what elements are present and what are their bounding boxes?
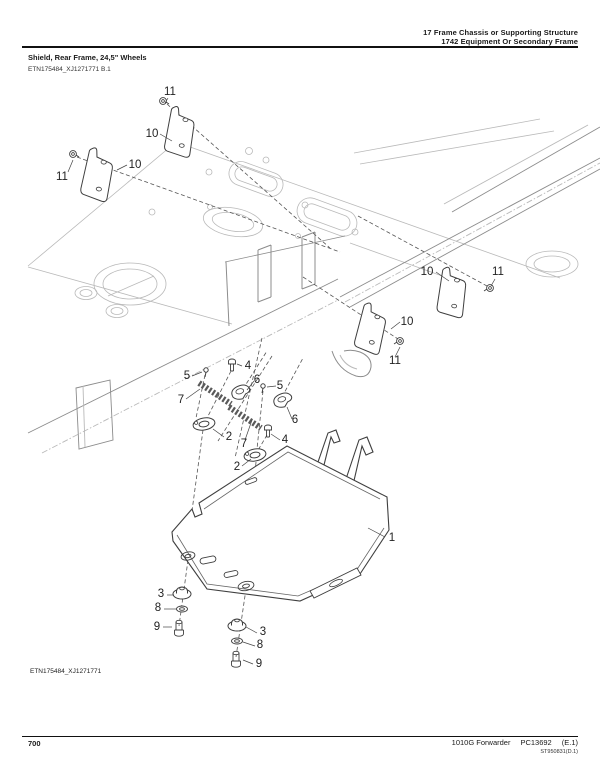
callout-5-8: 5 <box>184 370 190 382</box>
figure-subtitle: ETN175484_XJ1271771 B.1 <box>28 66 111 73</box>
callout-11-5: 11 <box>492 266 504 278</box>
footer-rule <box>22 736 578 737</box>
screws-11 <box>70 98 494 345</box>
nuts-3 <box>173 587 246 631</box>
hooks-6 <box>230 383 293 409</box>
bracket-top-left <box>80 147 115 202</box>
callout-7-14: 7 <box>241 438 247 450</box>
page-header: 17 Frame Chassis or Supporting Structure… <box>423 28 578 46</box>
bolts-4 <box>229 359 272 437</box>
frame-rails <box>28 125 600 453</box>
page-number: 700 <box>28 739 41 748</box>
bolts-9 <box>175 620 241 667</box>
callout-9-21: 9 <box>154 621 160 633</box>
header-rule <box>22 46 578 48</box>
callout-11-0: 11 <box>164 86 176 98</box>
header-subsection-title: 1742 Equipment Or Secondary Frame <box>441 37 578 46</box>
footer-right: 1010G Forwarder PC13692 (E.1) ST950831(D.1… <box>452 739 578 756</box>
footer-sheet-code: ST950831(D.1) <box>540 749 578 755</box>
footer-revision: (E.1) <box>561 738 578 747</box>
callout-11-2: 11 <box>56 171 68 183</box>
callout-10-4: 10 <box>421 266 434 278</box>
callout-7-12: 7 <box>178 394 184 406</box>
footer-model: 1010G Forwarder <box>451 738 511 747</box>
callout-6-16: 6 <box>292 414 298 426</box>
footer-model-line: 1010G Forwarder PC13692 (E.1) <box>452 739 578 747</box>
bracket-right-lower <box>353 302 388 355</box>
callout-3-22: 3 <box>260 626 266 638</box>
frame-crossmember <box>225 232 371 377</box>
callout-10-6: 10 <box>401 316 414 328</box>
callout-8-20: 8 <box>155 602 161 614</box>
shield-part <box>172 430 389 601</box>
callout-5-11: 5 <box>277 380 283 392</box>
callout-2-17: 2 <box>234 461 240 473</box>
footer-catalog: PC13692 <box>520 738 552 747</box>
callout-9-24: 9 <box>256 658 262 670</box>
callout-3-19: 3 <box>158 588 164 600</box>
callout-10-3: 10 <box>129 159 142 171</box>
callout-4-9: 4 <box>245 360 252 372</box>
callout-leaders <box>68 98 495 664</box>
washers-8 <box>177 606 243 644</box>
grommets-2 <box>192 416 267 463</box>
screws-5 <box>204 368 265 393</box>
frame-deck <box>28 119 578 324</box>
figure-title: Shield, Rear Frame, 24,5" Wheels <box>28 53 147 62</box>
callout-2-13: 2 <box>226 431 232 443</box>
callout-11-7: 11 <box>389 355 401 367</box>
bracket-top-center <box>164 106 196 158</box>
figure-id-label: ETN175484_XJ1271771 <box>30 668 102 675</box>
callout-8-23: 8 <box>257 639 263 651</box>
callout-6-10: 6 <box>254 374 260 386</box>
callout-10-1: 10 <box>146 128 159 140</box>
callout-1-18: 1 <box>389 532 395 544</box>
header-section-title: 17 Frame Chassis or Supporting Structure <box>423 28 578 37</box>
callout-4-15: 4 <box>282 434 289 446</box>
mount-brackets <box>80 106 467 355</box>
bracket-right-upper <box>436 267 466 318</box>
